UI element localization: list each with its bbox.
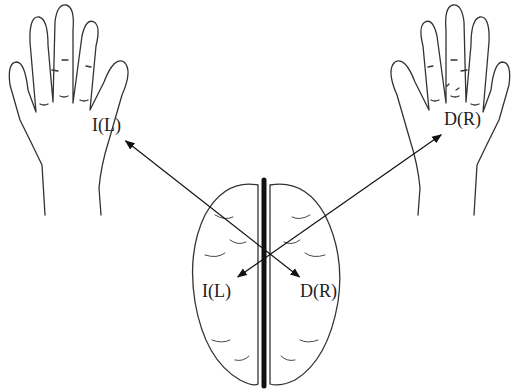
hand-outline: [9, 5, 128, 215]
knuckle-lines: [40, 60, 91, 105]
crossing-arrow: [238, 135, 441, 277]
side-label: D(R): [444, 110, 481, 130]
hand-outline: [391, 5, 510, 215]
right-hand: [391, 5, 510, 215]
longitudinal-fissure: [262, 180, 267, 386]
knuckle-lines: [428, 60, 479, 105]
side-label: I(L): [202, 282, 231, 302]
hand-or-hemisphere-label: D(R): [440, 108, 485, 132]
hand-or-hemisphere-label: I(L): [88, 114, 125, 138]
left-hemisphere: [193, 184, 258, 385]
hand-or-hemisphere-label: I(L): [198, 280, 235, 304]
left-hand: [9, 5, 128, 215]
crossing-arrow: [126, 141, 300, 277]
right-hemisphere: [270, 184, 340, 385]
side-label: D(R): [300, 282, 337, 302]
hand-or-hemisphere-label: D(R): [296, 280, 341, 304]
side-label: I(L): [92, 116, 121, 136]
